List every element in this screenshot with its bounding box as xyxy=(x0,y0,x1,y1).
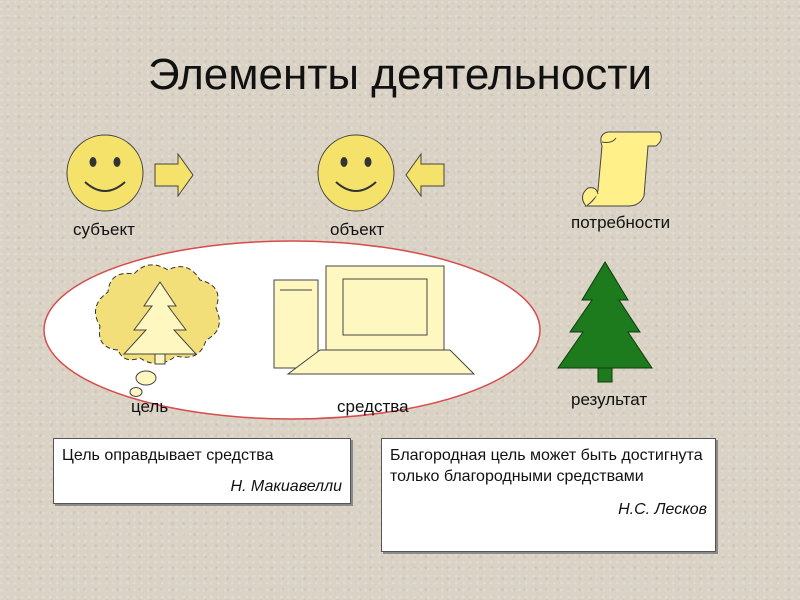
means-label: средства xyxy=(337,397,409,416)
quote-text: Цель оправдывает средства xyxy=(62,447,274,464)
result-tree-icon xyxy=(557,261,653,383)
goal-tree-icon xyxy=(122,281,198,365)
quote-author: Н. Макиавелли xyxy=(230,478,342,495)
page-title: Элементы деятельности xyxy=(147,50,653,99)
result-label: результат xyxy=(571,390,648,409)
quote-author: Н.С. Лесков xyxy=(618,501,707,518)
quote-leskov: Благородная цель может быть достигнута т… xyxy=(381,438,716,552)
quote-machiavelli: Цель оправдывает средства Н. Макиавелли xyxy=(53,438,351,504)
subject-face-icon xyxy=(66,134,144,212)
subject-label: субъект xyxy=(73,220,135,239)
object-label: объект xyxy=(330,220,385,239)
arrow-right-icon xyxy=(154,152,194,198)
quote-text: Благородная цель может быть достигнута т… xyxy=(390,447,703,485)
computer-icon xyxy=(273,265,476,375)
goal-label: цель xyxy=(131,397,169,416)
scroll-icon xyxy=(582,131,662,207)
needs-label: потребности xyxy=(571,213,671,232)
arrow-left-icon xyxy=(405,152,445,198)
object-face-icon xyxy=(317,134,395,212)
